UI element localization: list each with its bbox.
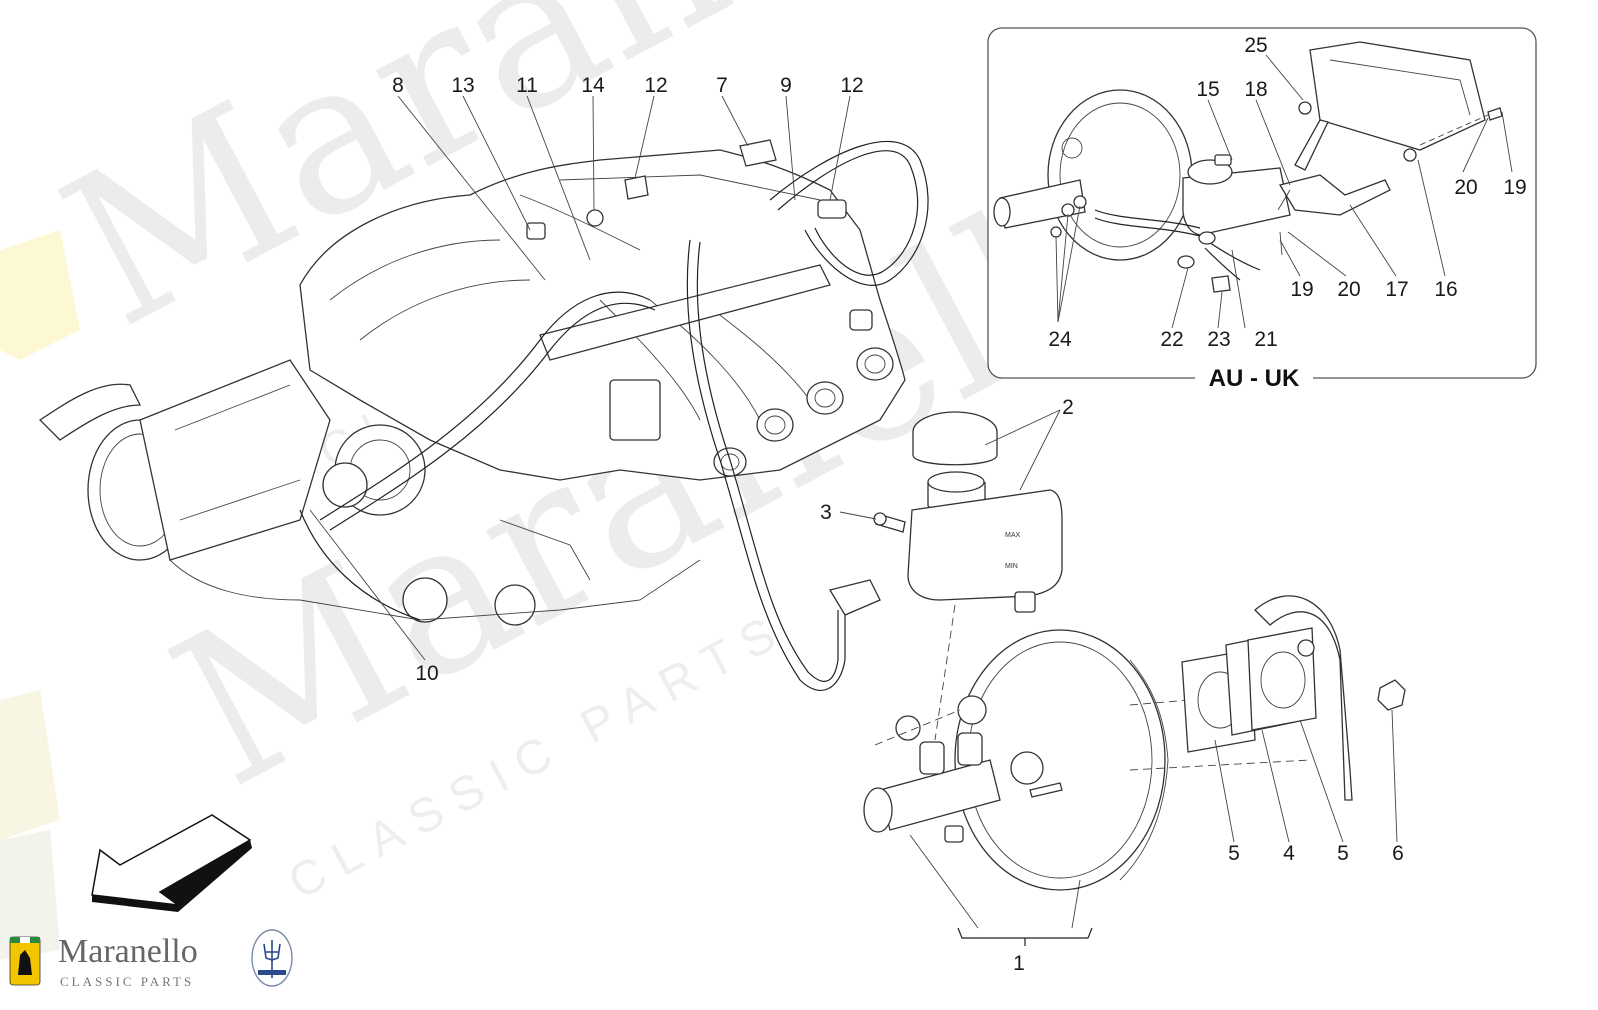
callout-2: 2	[1062, 396, 1074, 419]
callout-21: 21	[1254, 328, 1277, 351]
leader-lines	[309, 54, 1513, 929]
callout-7: 7	[716, 74, 728, 97]
brake-servo-assembly	[863, 595, 1406, 946]
callout-11: 11	[516, 74, 538, 97]
reservoir-min-label: MIN	[1005, 563, 1018, 570]
callout-5-b: 5	[1337, 842, 1349, 865]
callout-8: 8	[392, 74, 404, 97]
direction-arrow	[91, 814, 252, 912]
callout-14: 14	[581, 74, 605, 97]
inset-title: AU - UK	[1209, 365, 1300, 392]
reservoir-max-label: MAX	[1005, 532, 1021, 539]
callout-23: 23	[1207, 328, 1230, 351]
callout-19-a: 19	[1503, 176, 1526, 199]
callout-4: 4	[1283, 842, 1295, 865]
callout-1: 1	[1013, 952, 1025, 975]
callout-12-b: 12	[840, 74, 863, 97]
brand-name: Maranello	[58, 933, 198, 970]
callout-17: 17	[1385, 278, 1408, 301]
callout-20-b: 20	[1337, 278, 1360, 301]
callout-24: 24	[1048, 328, 1072, 351]
callout-19-b: 19	[1290, 278, 1313, 301]
callout-6: 6	[1392, 842, 1404, 865]
callouts: 8 13 11 14 12 7 9 12 10 2 3 5 4 5 6 1 25…	[392, 34, 1527, 975]
brand-tagline: CLASSIC PARTS	[60, 974, 194, 989]
callout-15: 15	[1196, 78, 1219, 101]
callout-5-a: 5	[1228, 842, 1240, 865]
maserati-trident-icon	[251, 929, 293, 987]
callout-20-a: 20	[1454, 176, 1477, 199]
reservoir-assembly: MAX MIN	[873, 411, 1063, 613]
callout-3: 3	[820, 501, 832, 524]
ferrari-badge-icon	[9, 936, 41, 986]
inset-au-uk: AU - UK	[987, 27, 1537, 392]
branding: Maranello CLASSIC PARTS	[9, 929, 293, 989]
callout-9: 9	[780, 74, 792, 97]
callout-13: 13	[451, 74, 474, 97]
callout-22: 22	[1160, 328, 1183, 351]
callout-10: 10	[415, 662, 438, 685]
callout-12-a: 12	[644, 74, 667, 97]
engine-assembly	[38, 139, 929, 691]
callout-18: 18	[1244, 78, 1267, 101]
callout-16: 16	[1434, 278, 1457, 301]
callout-25: 25	[1244, 34, 1267, 57]
